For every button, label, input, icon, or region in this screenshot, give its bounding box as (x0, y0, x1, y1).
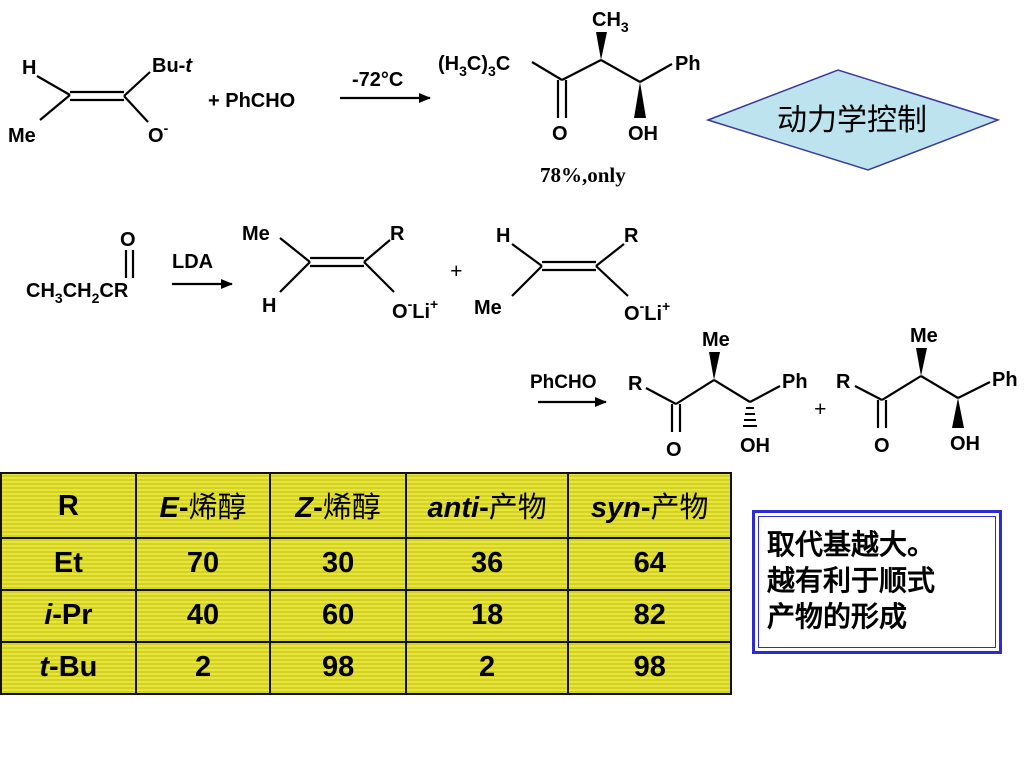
conclusion-note-text: 取代基越大。 越有利于顺式 产物的形成 (767, 527, 935, 635)
z-enolate-oli-label: O-Li+ (624, 298, 670, 325)
cell-anti: 36 (404, 536, 570, 591)
tbu-enolate-structure: H Me Bu-t O- (8, 55, 193, 147)
z-enolate-structure: H R Me O-Li+ (474, 225, 670, 325)
condition-temperature: -72°C (352, 69, 403, 91)
svg-text:O-: O- (148, 120, 169, 147)
product-ch3-label: CH (592, 9, 621, 31)
aldol-product-1-structure: CH3 (H3C)3C Ph O OH (438, 9, 701, 145)
header-e-enol: E-烯醇 (134, 472, 272, 539)
syn-aldol-product-structure: R Me Ph O OH (836, 325, 1018, 457)
syn-product-ph-label: Ph (992, 369, 1018, 391)
ketone-formula: CH3CH2CR (26, 280, 129, 306)
syn-product-oh-label: OH (950, 433, 980, 455)
cell-r: t-Bu (0, 640, 137, 696)
cell-r: Et (0, 536, 137, 591)
product-tbu-label: (H3C)3C (438, 53, 510, 79)
e-enolate-r-label: R (390, 223, 405, 245)
kinetic-control-label: 动力学控制 (777, 103, 927, 138)
syn-product-r-label: R (836, 371, 851, 393)
enolate-h-label: H (22, 57, 36, 79)
reagent-phcho-2: PhCHO (530, 372, 597, 393)
anti-product-me-label: Me (702, 329, 730, 351)
syn-product-me-label: Me (910, 325, 938, 347)
enolate-me-label: Me (8, 125, 36, 147)
cell-z: 98 (269, 640, 407, 696)
e-enolate-structure: Me R H O-Li+ (242, 223, 438, 323)
svg-text:Bu-t: Bu-t (152, 55, 193, 77)
svg-text:CH3: CH3 (592, 9, 629, 35)
ketone-o-label: O (120, 229, 136, 251)
cell-syn: 82 (567, 588, 732, 643)
selectivity-table: R E-烯醇 Z-烯醇 anti-产物 syn-产物 Et 70 30 36 6… (0, 472, 732, 696)
table-header-row: R E-烯醇 Z-烯醇 anti-产物 syn-产物 (0, 472, 732, 539)
conclusion-note-box: 取代基越大。 越有利于顺式 产物的形成 (752, 510, 1002, 654)
cell-e: 40 (134, 588, 272, 643)
z-enolate-me-label: Me (474, 297, 502, 319)
cell-z: 60 (269, 588, 407, 643)
table-row: Et 70 30 36 64 (0, 536, 732, 591)
table-row: t-Bu 2 98 2 98 (0, 640, 732, 696)
enolate-o-label: O (148, 125, 164, 147)
cell-syn: 64 (567, 536, 732, 591)
anti-product-ph-label: Ph (782, 371, 808, 393)
header-r: R (0, 472, 137, 539)
enolate-t-label: t (185, 55, 193, 77)
product-ph-label: Ph (675, 53, 701, 75)
cell-z: 30 (269, 536, 407, 591)
anti-product-o-label: O (666, 439, 682, 461)
header-anti-product: anti-产物 (404, 472, 570, 539)
note-line-1: 取代基越大。 (767, 528, 936, 561)
reaction-scheme: H Me Bu-t O- + PhCHO -72°C CH3 (H3C)3C P… (8, 9, 1018, 461)
cell-syn: 98 (567, 640, 732, 696)
kinetic-control-badge: 动力学控制 (705, 69, 1001, 171)
cell-e: 70 (134, 536, 272, 591)
anti-aldol-product-structure: R Me Ph O OH (628, 329, 808, 461)
e-enolate-me-label: Me (242, 223, 270, 245)
anti-product-oh-label: OH (740, 435, 770, 457)
plus-sign-1: + (450, 258, 463, 283)
cell-anti: 18 (404, 588, 570, 643)
product-o-label: O (552, 123, 568, 145)
header-z-enol: Z-烯醇 (269, 472, 407, 539)
base-lda-label: LDA (172, 251, 213, 273)
product-yield: 78%,only (540, 163, 626, 187)
z-enolate-r-label: R (624, 225, 639, 247)
cell-anti: 2 (404, 640, 570, 696)
e-enolate-h-label: H (262, 295, 276, 317)
z-enolate-h-label: H (496, 225, 510, 247)
enolate-charge: - (164, 120, 169, 136)
table-row: i-Pr 40 60 18 82 (0, 588, 732, 643)
header-syn-product: syn-产物 (567, 472, 732, 539)
note-line-3: 产物的形成 (767, 600, 908, 633)
cell-e: 2 (134, 640, 272, 696)
e-enolate-oli-label: O-Li+ (392, 296, 438, 323)
syn-product-o-label: O (874, 435, 890, 457)
ketone-structure: O CH3CH2CR (26, 229, 136, 306)
note-line-2: 越有利于顺式 (767, 564, 936, 597)
enolate-bu-label: Bu- (152, 55, 185, 77)
product-oh-label: OH (628, 123, 658, 145)
cell-r: i-Pr (0, 588, 137, 643)
reagent-phcho-1: + PhCHO (208, 90, 295, 112)
plus-sign-2: + (814, 396, 827, 421)
anti-product-r-label: R (628, 373, 643, 395)
